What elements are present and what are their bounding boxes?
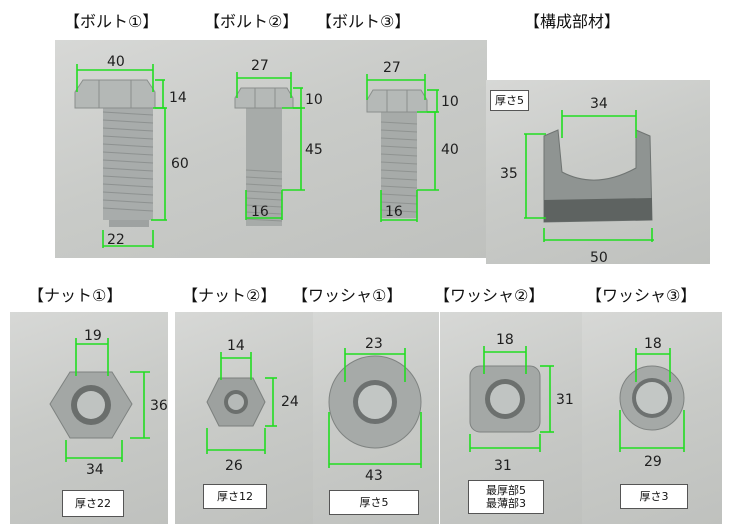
nut-2-thickness-tag: 厚さ12 (203, 484, 267, 509)
bolt-3-image (366, 89, 428, 218)
caption-washer-1: 【ワッシャ①】 (292, 286, 403, 305)
washer-2-thickness-min: 最薄部3 (486, 497, 526, 510)
washer-3-dimension-lines (619, 348, 685, 452)
washer-1-dimension-lines (328, 348, 422, 468)
washer-1-photo: 23 43 厚さ5 (313, 312, 439, 524)
nut-1-width-label: 34 (86, 462, 104, 478)
member-photo: 34 35 50 厚さ5 (486, 80, 710, 264)
bolt-1-head-width-label: 40 (107, 54, 125, 70)
washer-1-thickness-tag: 厚さ5 (329, 490, 419, 515)
member-height-label: 35 (500, 166, 518, 182)
bolts-photo: 40 14 60 22 27 10 45 16 27 10 40 16 (55, 40, 487, 258)
washer-1-outer-label: 43 (365, 468, 383, 484)
bolt-3-shank-width-label: 16 (385, 204, 403, 220)
washer-3-outer-label: 29 (644, 454, 662, 470)
bolt-1-shank-length-label: 60 (171, 156, 189, 172)
member-gap-label: 34 (590, 96, 608, 112)
nut-2-height-label: 24 (281, 394, 299, 410)
nut-2-dimension-lines (206, 352, 277, 454)
bolt-1-image (74, 79, 156, 227)
bolt-2-head-height-label: 10 (305, 92, 323, 108)
nut-1-hole-label: 19 (84, 328, 102, 344)
bolt-1-shank-width-label: 22 (107, 232, 125, 248)
washer-2-thickness-max: 最厚部5 (486, 484, 526, 497)
washer-1-hole-label: 23 (365, 336, 383, 352)
caption-bolt-2: 【ボルト②】 (204, 12, 299, 31)
washer-2-height-label: 31 (556, 392, 574, 408)
bolt-3-head-width-label: 27 (383, 60, 401, 76)
caption-washer-3: 【ワッシャ③】 (586, 286, 697, 305)
washer-3-photo: 18 29 厚さ3 (582, 312, 722, 524)
bolt-2-image (234, 87, 294, 226)
bolt-3-shank-length-label: 40 (441, 142, 459, 158)
washer-2-thickness-tag: 最厚部5 最薄部3 (468, 480, 544, 514)
caption-washer-2: 【ワッシャ②】 (434, 286, 545, 305)
washer-3-hole-label: 18 (644, 336, 662, 352)
nut-1-height-label: 36 (150, 398, 168, 414)
caption-bolt-3: 【ボルト③】 (316, 12, 411, 31)
caption-member: 【構成部材】 (524, 12, 621, 31)
nut-1-thickness-tag: 厚さ22 (62, 490, 124, 517)
washer-2-dimension-lines (469, 346, 554, 452)
caption-bolt-1: 【ボルト①】 (64, 12, 159, 31)
bolt-3-head-height-label: 10 (441, 94, 459, 110)
bolt-2-shank-width-label: 16 (251, 204, 269, 220)
nut-2-hole-label: 14 (227, 338, 245, 354)
bolts-dimension-lines (76, 64, 439, 248)
washer-2-width-label: 31 (494, 458, 512, 474)
nut-1-dimension-lines (65, 338, 150, 462)
nut-2-photo: 14 24 26 厚さ12 (175, 312, 313, 524)
bolt-2-shank-length-label: 45 (305, 142, 323, 158)
nut-1-photo: 19 36 34 厚さ22 (10, 312, 168, 524)
bolt-2-head-width-label: 27 (251, 58, 269, 74)
washer-2-hole-label: 18 (496, 332, 514, 348)
washer-3-thickness-tag: 厚さ3 (620, 484, 688, 509)
caption-nut-1: 【ナット①】 (28, 286, 123, 305)
nut-2-width-label: 26 (225, 458, 243, 474)
washer-2-photo: 18 31 31 最厚部5 最薄部3 (440, 312, 582, 524)
member-width-label: 50 (590, 250, 608, 264)
member-dimension-lines (524, 110, 654, 242)
member-thickness-tag: 厚さ5 (490, 90, 529, 111)
caption-nut-2: 【ナット②】 (182, 286, 277, 305)
bolt-1-head-height-label: 14 (169, 90, 187, 106)
